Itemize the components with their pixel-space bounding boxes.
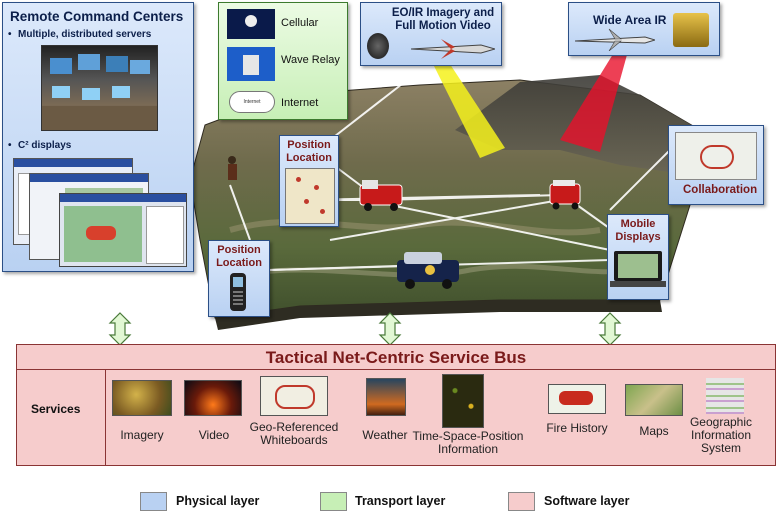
service-weather: Weather — [362, 428, 408, 442]
mobile-displays-callout: Mobile Displays — [607, 214, 669, 300]
remote-command-centers-panel: Remote Command Centers • Multiple, distr… — [2, 2, 194, 272]
aircraft-icon — [575, 28, 655, 51]
service-fire-history: Fire History — [546, 421, 608, 435]
position-map-thumbnail — [285, 168, 335, 224]
wide-area-ir-title: Wide Area IR — [593, 13, 667, 27]
gis-layers-thumbnail — [706, 378, 744, 414]
wave-relay-image — [227, 47, 275, 81]
fire-truck-2 — [549, 180, 581, 210]
imagery-thumbnail — [112, 380, 172, 416]
eo-ir-camera-icon — [367, 33, 389, 59]
tspi-thumbnail — [442, 374, 484, 428]
service-maps: Maps — [639, 424, 669, 438]
laptop-base — [610, 281, 666, 287]
services-label: Services — [31, 402, 81, 416]
eo-ir-callout: EO/IR Imagery and Full Motion Video — [360, 2, 502, 66]
internet-label: Internet — [281, 97, 319, 109]
legend-swatch-physical — [140, 492, 167, 511]
police-suv — [397, 252, 459, 289]
cellular-image — [227, 9, 275, 39]
fire-history-thumbnail — [548, 384, 606, 414]
uav-icon — [411, 39, 495, 59]
collaboration-map-thumbnail — [675, 132, 757, 180]
fire-truck-1 — [359, 180, 403, 211]
bus-arrow-middle — [378, 312, 402, 346]
weather-thumbnail — [366, 378, 406, 416]
remote-command-bullet-servers: Multiple, distributed servers — [18, 29, 152, 40]
laptop-icon — [614, 251, 662, 281]
legend-physical-layer: Physical layer — [176, 494, 260, 508]
ground-soldier — [228, 156, 237, 180]
position-location-top-callout: Position Location — [279, 135, 339, 227]
service-geographic-information-system: Geographic Information System — [689, 415, 753, 455]
ir-sensor-icon — [673, 13, 709, 47]
position-location-bottom-title: Position Location — [216, 244, 262, 269]
eo-ir-beam — [432, 58, 505, 158]
collaboration-title: Collaboration — [683, 184, 758, 196]
cell-phone-icon — [230, 273, 246, 311]
transport-panel: Cellular Wave Relay Internet Internet — [218, 2, 348, 120]
collaboration-callout: Collaboration — [668, 125, 764, 205]
legend-software-layer: Software layer — [544, 494, 630, 508]
position-location-bottom-callout: Position Location — [208, 240, 270, 317]
bullet-dot-2: • — [8, 140, 12, 151]
eo-ir-title: EO/IR Imagery and Full Motion Video — [391, 7, 495, 32]
service-imagery: Imagery — [120, 428, 164, 442]
legend-swatch-software — [508, 492, 535, 511]
position-location-top-title: Position Location — [286, 139, 332, 164]
bus-arrow-right — [598, 312, 622, 346]
remote-command-bullet-c2: C² displays — [18, 140, 72, 151]
cellular-label: Cellular — [281, 17, 319, 29]
bus-connector-arrows — [108, 312, 622, 346]
service-geo-referenced-whiteboards: Geo-Referenced Whiteboards — [249, 420, 339, 447]
legend-swatch-transport — [320, 492, 347, 511]
wave-relay-label: Wave Relay — [281, 54, 340, 66]
c2-display-screenshot-front — [59, 193, 187, 267]
remote-command-title: Remote Command Centers — [10, 9, 184, 24]
maps-thumbnail — [625, 384, 683, 416]
whiteboard-thumbnail — [260, 376, 328, 416]
bus-arrow-left — [108, 312, 132, 346]
legend-transport-layer: Transport layer — [355, 494, 446, 508]
service-bus-title: Tactical Net-Centric Service Bus — [265, 348, 527, 367]
video-thumbnail — [184, 380, 242, 416]
service-video: Video — [198, 428, 230, 442]
bullet-dot-1: • — [8, 29, 12, 40]
control-room-photo — [41, 45, 158, 131]
service-time-space-position-information: Time-Space-Position Information — [412, 429, 524, 456]
mobile-displays-title: Mobile Displays — [615, 218, 661, 243]
bus-services-divider — [105, 369, 106, 465]
bus-divider — [17, 369, 775, 370]
wide-area-ir-callout: Wide Area IR — [568, 2, 720, 56]
internet-cloud-icon: Internet — [229, 91, 275, 113]
wide-area-ir-beam — [560, 44, 630, 152]
